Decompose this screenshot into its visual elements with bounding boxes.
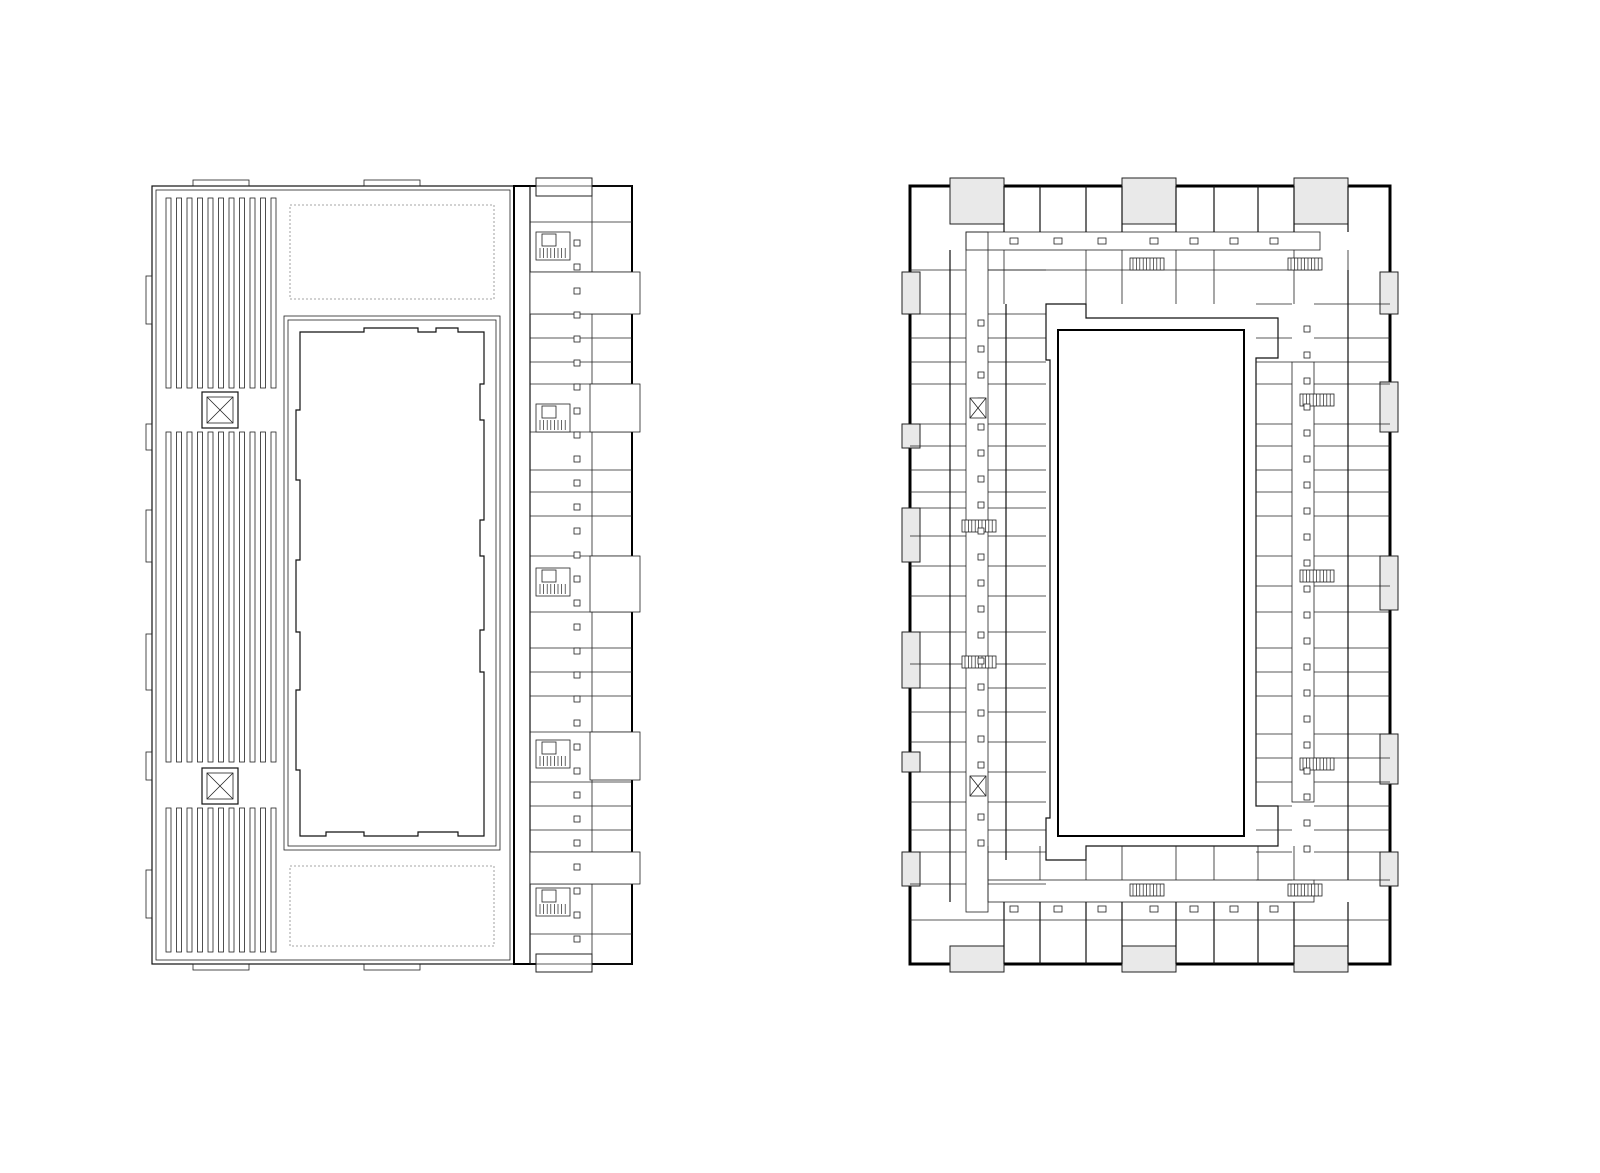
roof-terrace-top — [289, 204, 495, 300]
roof-stripes — [165, 197, 277, 953]
left-wing-apartments — [513, 177, 641, 973]
roof-hatch-bottom — [201, 767, 239, 805]
courtyard — [1045, 303, 1279, 861]
courtyard-outline-left — [283, 315, 501, 851]
roof-hatch-top — [201, 391, 239, 429]
roof-plan — [145, 177, 641, 973]
apartment-grid — [910, 186, 1390, 964]
roof-outline — [145, 179, 515, 971]
roof-terrace-bottom — [289, 865, 495, 947]
balconies — [901, 177, 1399, 973]
typical-floor-plan — [901, 177, 1399, 973]
